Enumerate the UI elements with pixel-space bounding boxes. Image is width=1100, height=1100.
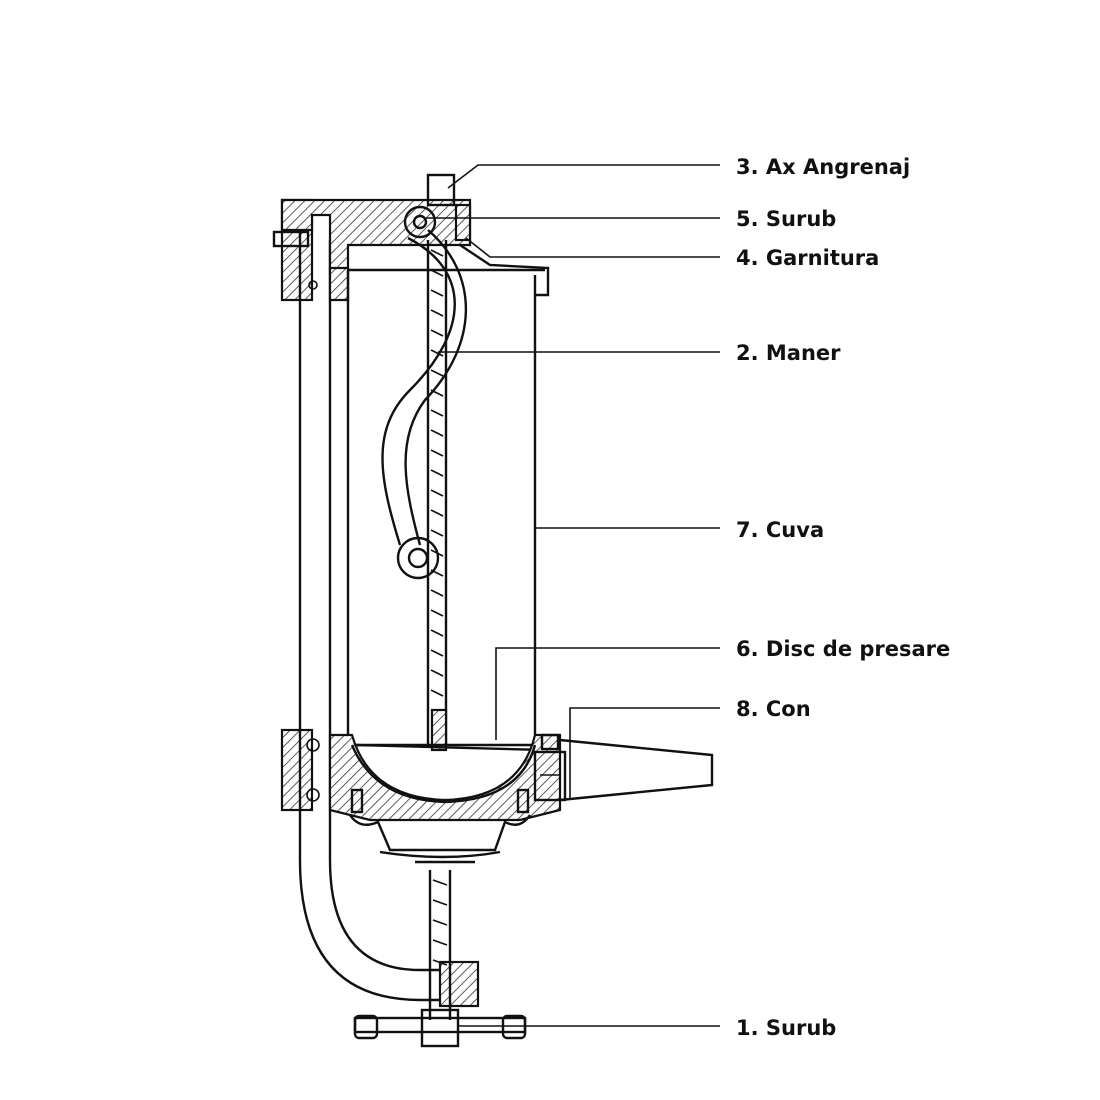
- leader-lines: [426, 164, 720, 1027]
- label-screw-top: 5. Surub: [736, 207, 836, 231]
- threaded-rod: [426, 240, 448, 752]
- label-screw-bottom: 1. Surub: [736, 1016, 836, 1040]
- handle: [381, 205, 468, 580]
- label-gasket: 4. Garnitura: [736, 246, 879, 270]
- label-handle: 2. Maner: [736, 341, 841, 365]
- cone: [533, 733, 714, 802]
- label-vessel: 7. Cuva: [736, 518, 824, 542]
- pressing-disc: [352, 743, 548, 752]
- frame: [272, 198, 480, 1008]
- label-gear-axle: 3. Ax Angrenaj: [736, 155, 910, 179]
- label-cone: 8. Con: [736, 697, 811, 721]
- label-pressing-disc: 6. Disc de presare: [736, 637, 950, 661]
- bottom-bowl: [328, 733, 562, 859]
- bottom-screw: [353, 860, 527, 1048]
